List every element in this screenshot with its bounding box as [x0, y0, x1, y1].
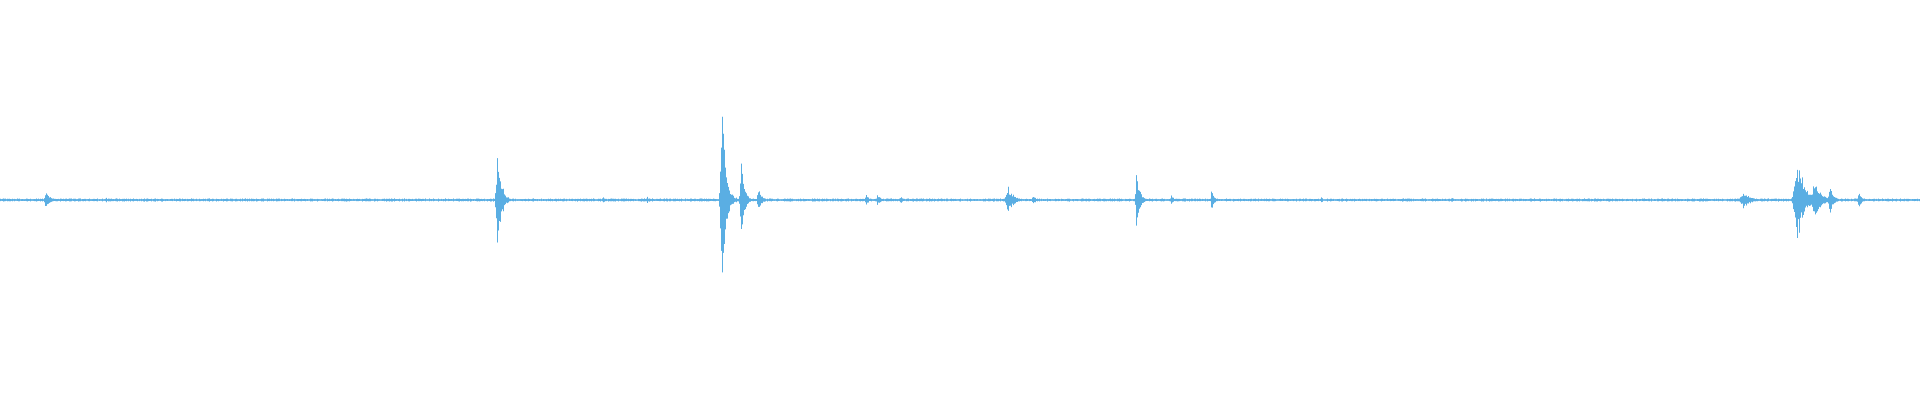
waveform-signal: [0, 116, 1920, 273]
